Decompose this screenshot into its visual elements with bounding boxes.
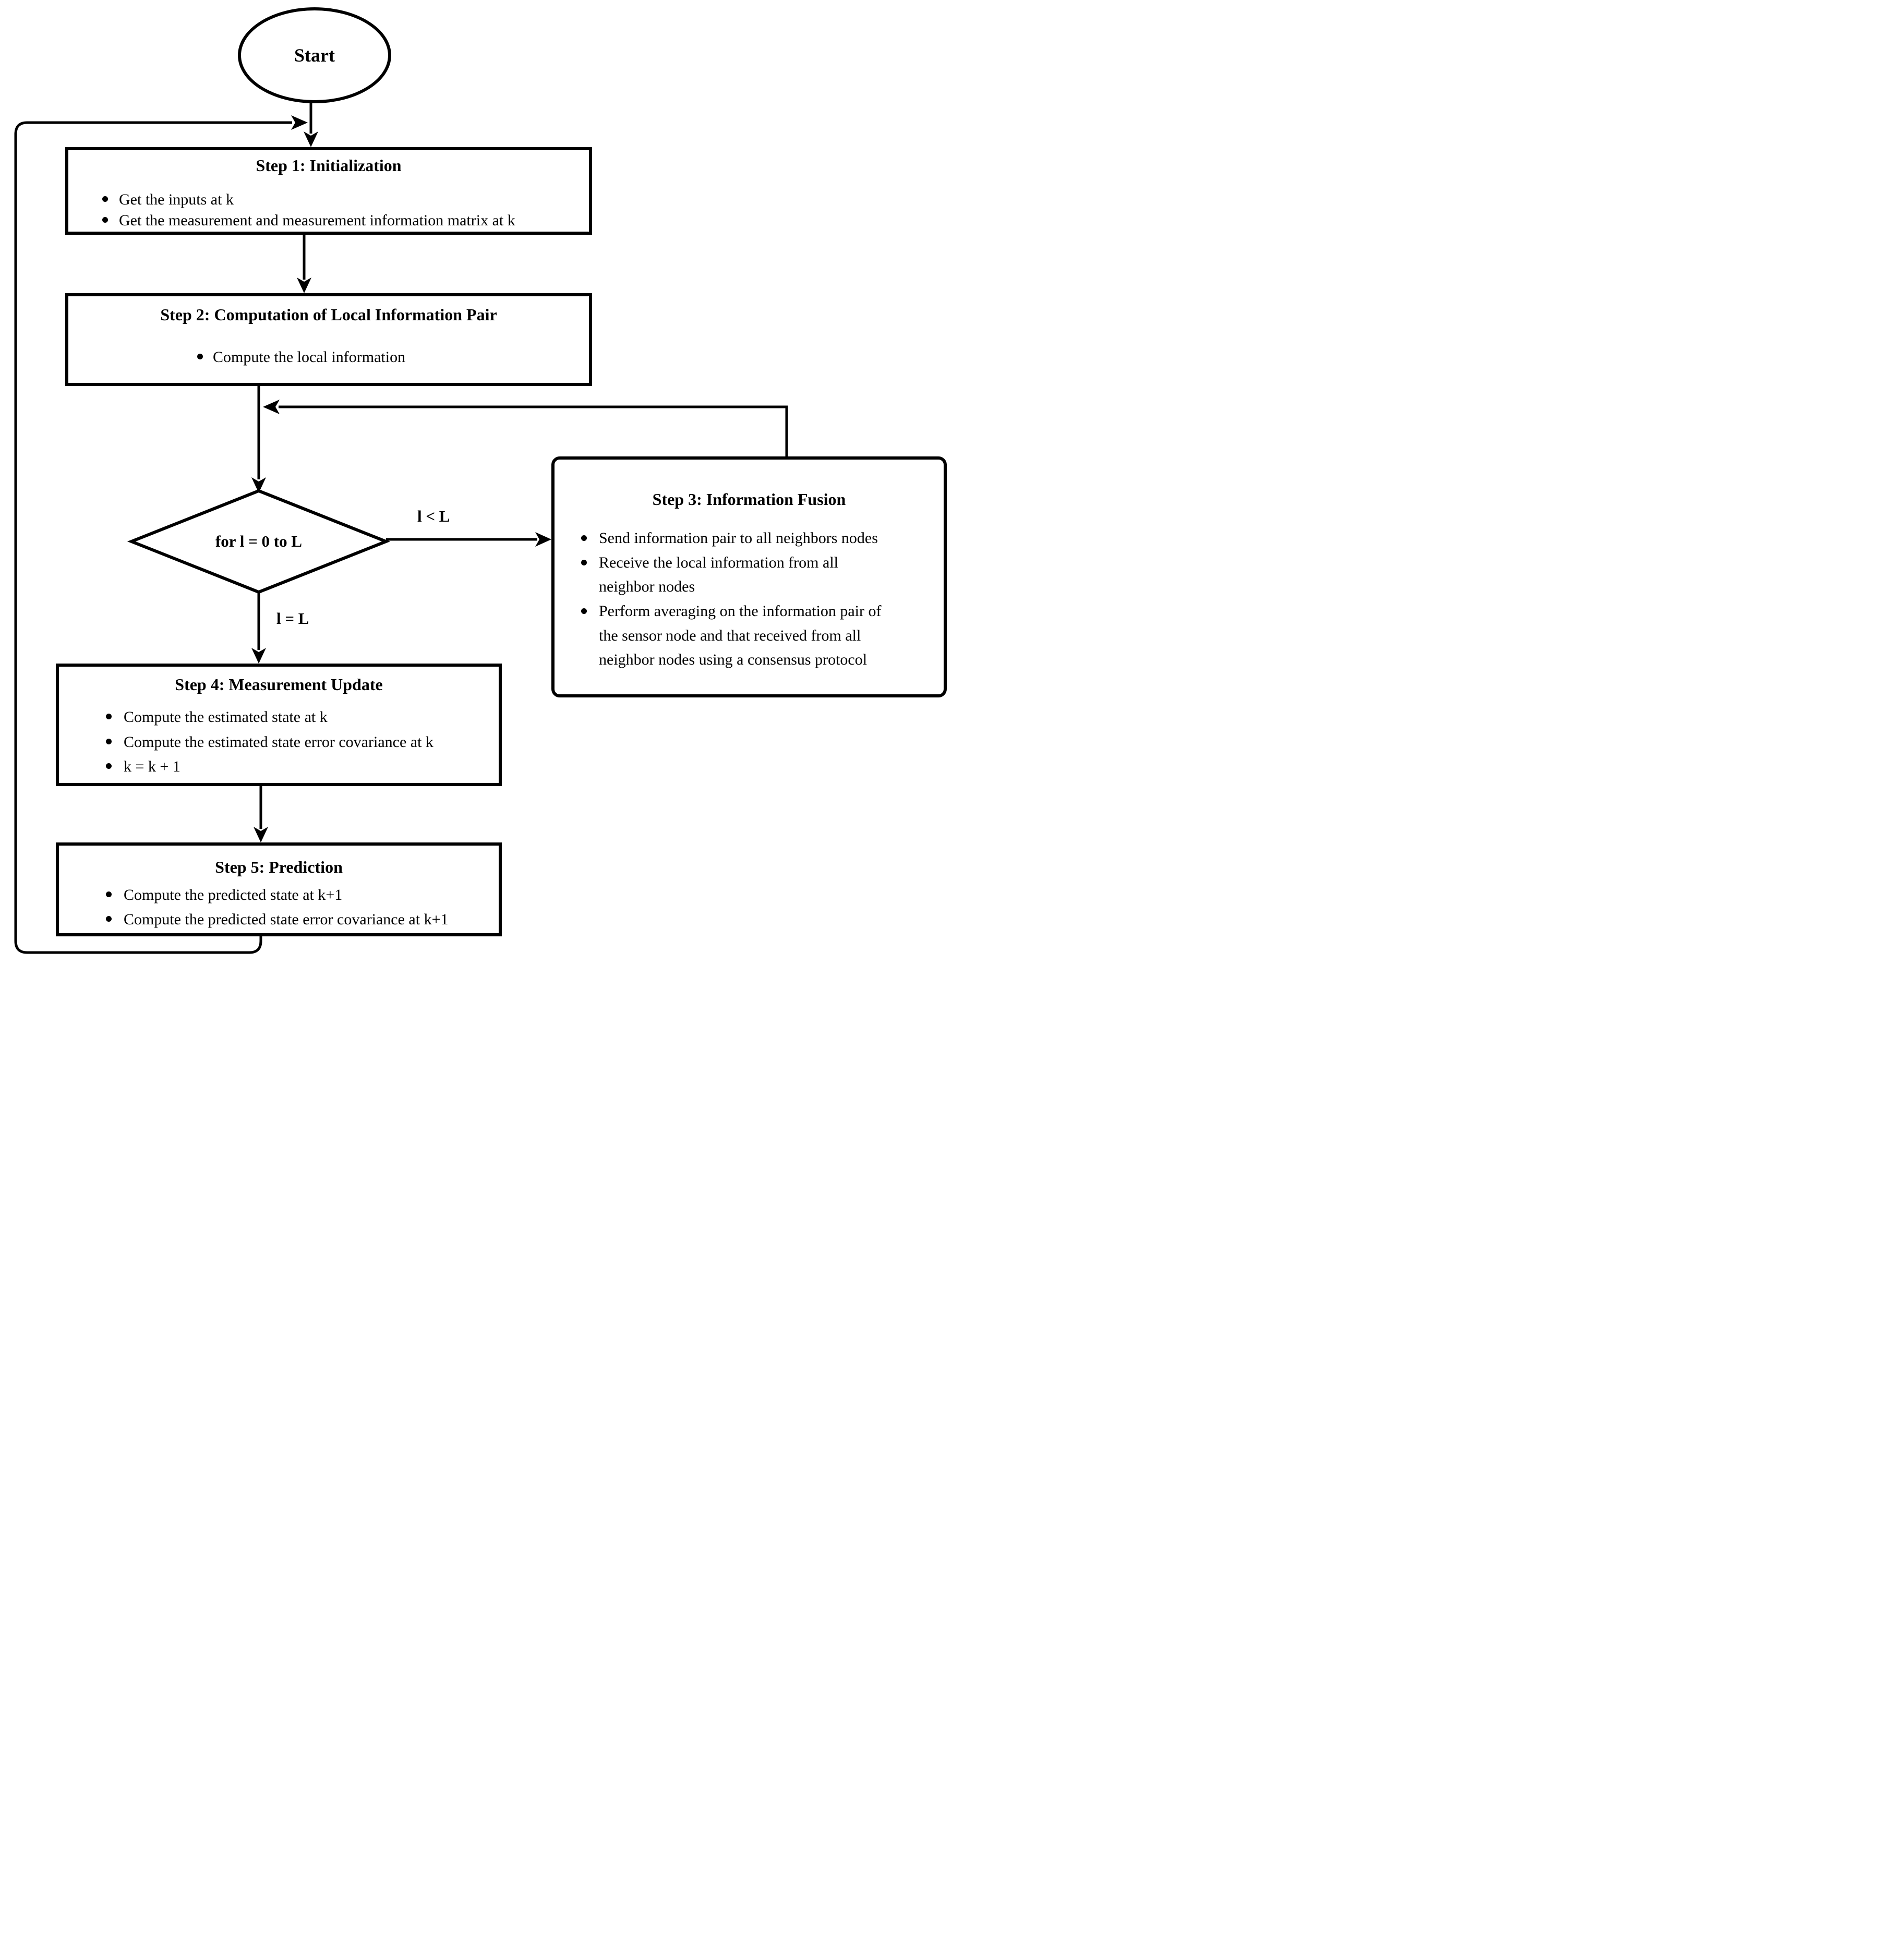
step4-bullet-1: Compute the estimated state error covari… — [124, 733, 433, 751]
bullet-dot — [106, 916, 112, 922]
step3-box — [551, 456, 947, 697]
step3-bullet-line-5: neighbor nodes using a consensus protoco… — [599, 651, 867, 668]
step3-bullet-line-1: Receive the local information from all — [599, 554, 838, 571]
decision-diamond — [127, 489, 391, 594]
flowchart-canvas: Start Step 1: Initialization Get the inp… — [0, 0, 952, 976]
step2-title: Step 2: Computation of Local Information… — [160, 305, 497, 324]
arrowhead-loop-into-junction — [291, 115, 308, 130]
start-label: Start — [294, 45, 335, 66]
bullet-dot — [581, 535, 587, 541]
step4-box — [56, 664, 502, 786]
step4-bullet-2: k = k + 1 — [124, 758, 180, 775]
start-node: Start — [238, 7, 391, 103]
step5-box — [56, 842, 502, 936]
bullet-dot — [581, 560, 587, 565]
decision-label: for l = 0 to L — [215, 532, 303, 550]
arrowhead-into-step3 — [535, 532, 551, 547]
connector-step3-return — [279, 405, 788, 456]
step4-title: Step 4: Measurement Update — [175, 675, 383, 694]
step1-bullet-1: Get the measurement and measurement info… — [119, 212, 515, 229]
arrowhead-return-into-line — [263, 400, 280, 414]
step5-bullet-1: Compute the predicted state error covari… — [124, 911, 449, 928]
arrowhead-into-step1 — [304, 131, 318, 147]
step3-bullet-line-3: Perform averaging on the information pai… — [599, 603, 882, 620]
bullet-dot — [106, 739, 112, 744]
bullet-dot — [106, 891, 112, 897]
bullet-dot — [106, 763, 112, 769]
step2-bullet-0: Compute the local information — [213, 348, 406, 366]
step1-bullet-0: Get the inputs at k — [119, 191, 234, 208]
step1-box — [65, 147, 592, 235]
bullet-dot — [102, 196, 108, 202]
connector-loop-step5-to-top — [14, 121, 292, 954]
step3-bullet-line-4: the sensor node and that received from a… — [599, 627, 861, 644]
bullet-dot — [102, 217, 108, 223]
arrowhead-into-step5 — [254, 827, 268, 842]
arrowhead-into-step4 — [251, 648, 266, 664]
step2-box — [65, 293, 592, 386]
step3-bullet-line-0: Send information pair to all neighbors n… — [599, 529, 878, 547]
bullet-dot — [106, 714, 112, 719]
step3-bullet-line-2: neighbor nodes — [599, 578, 695, 595]
bullet-dot — [197, 354, 203, 359]
arrowhead-into-step2 — [297, 278, 311, 293]
branch-label-l-equals-L: l = L — [276, 609, 309, 628]
bullet-dot — [581, 608, 587, 614]
step4-bullet-0: Compute the estimated state at k — [124, 708, 328, 726]
branch-label-l-less-than-L: l < L — [417, 507, 450, 525]
arrowhead-into-diamond — [251, 477, 266, 493]
step3-title: Step 3: Information Fusion — [652, 490, 846, 509]
step1-title: Step 1: Initialization — [256, 156, 402, 175]
step5-title: Step 5: Prediction — [215, 858, 343, 876]
step5-bullet-0: Compute the predicted state at k+1 — [124, 886, 343, 903]
flow-arrows-svg — [14, 97, 788, 954]
